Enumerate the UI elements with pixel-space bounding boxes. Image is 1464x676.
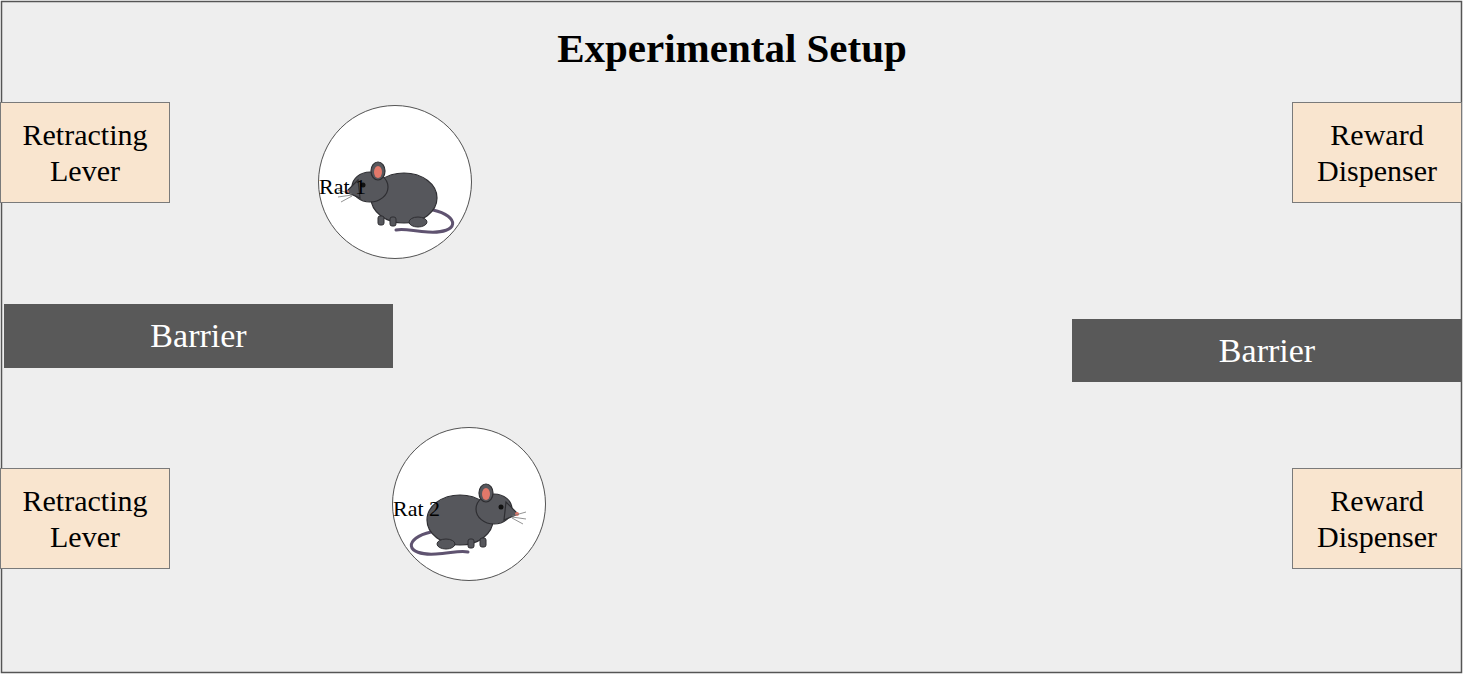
node-label: Reward Dispenser [1302, 117, 1452, 189]
node-label: Rat 2 [393, 496, 440, 522]
lever-box: Retracting Lever [0, 102, 170, 203]
rat-circle: Rat 2 [392, 427, 546, 581]
rat-circle: Rat 1 [318, 105, 472, 259]
lever-box: Retracting Lever [0, 468, 170, 569]
dispenser-box: Reward Dispenser [1292, 102, 1462, 203]
node-label: Rat 1 [319, 174, 366, 200]
node-label: Barrier [1219, 332, 1315, 370]
diagram-title: Experimental Setup [0, 24, 1464, 72]
rat-ground [393, 428, 545, 580]
node-label: Reward Dispenser [1302, 483, 1452, 555]
node-label: Retracting Lever [10, 117, 160, 189]
dispenser-box: Reward Dispenser [1292, 468, 1462, 569]
node-label: Retracting Lever [10, 483, 160, 555]
barrier-bar: Barrier [1072, 319, 1462, 382]
barrier-bar: Barrier [4, 304, 393, 368]
node-label: Barrier [150, 317, 246, 355]
rat-ground [319, 106, 471, 258]
